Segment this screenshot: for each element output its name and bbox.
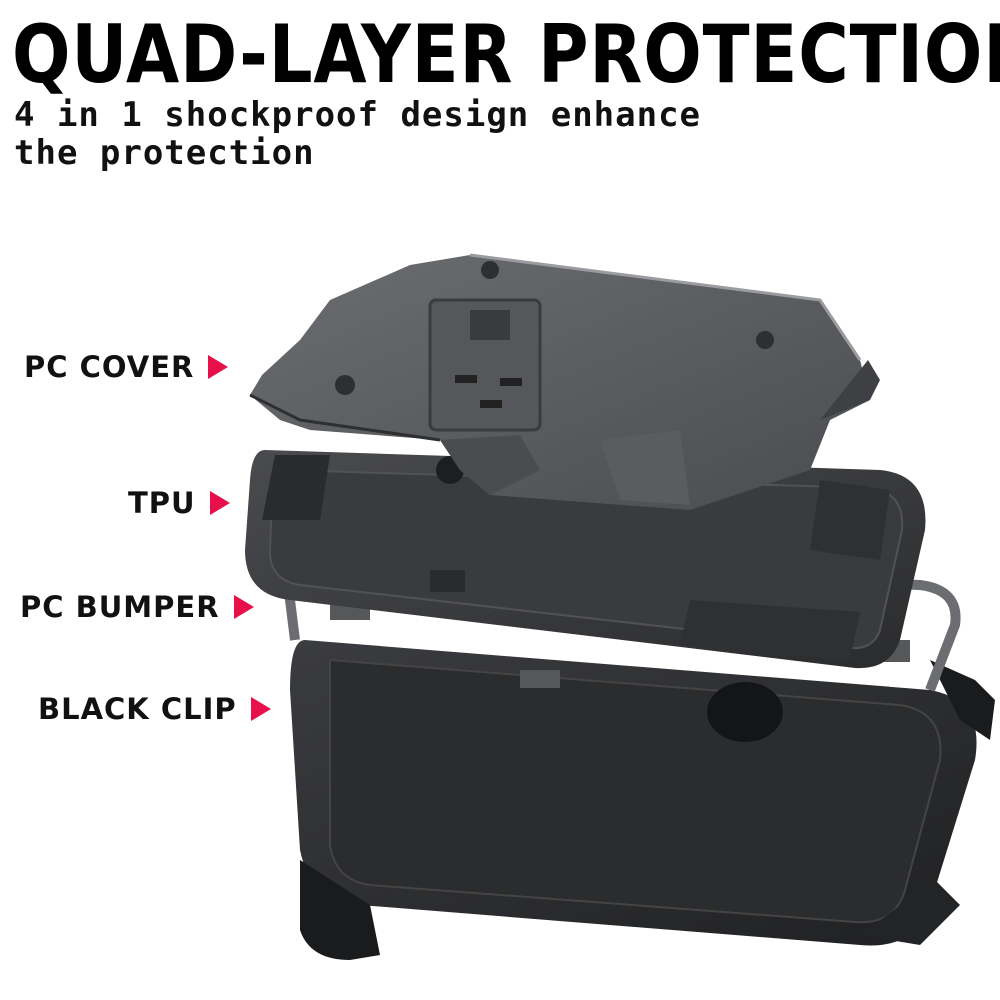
black-clip-layer [290, 640, 995, 960]
layer-label-pc-cover: PC COVER [24, 350, 229, 384]
layer-label-pc-bumper: PC BUMPER [20, 590, 254, 624]
page-subtitle: 4 in 1 shockproof design enhance the pro… [14, 95, 702, 173]
layer-label-text: PC COVER [24, 350, 195, 384]
pointer-arrow-icon [209, 491, 230, 515]
layer-label-tpu: TPU [128, 486, 230, 520]
tpu-layer [245, 450, 926, 669]
pointer-arrow-icon [233, 595, 254, 619]
layer-label-text: TPU [128, 486, 196, 520]
layer-label-text: BLACK CLIP [38, 692, 237, 726]
layer-label-text: PC BUMPER [20, 590, 220, 624]
layer-label-black-clip: BLACK CLIP [38, 692, 271, 726]
layer-labels: PC COVER TPU PC BUMPER BLACK CLIP [0, 0, 300, 1000]
pointer-arrow-icon [250, 697, 271, 721]
pointer-arrow-icon [208, 355, 229, 379]
page-title: QUAD-LAYER PROTECTION [12, 8, 1000, 101]
pc-cover-layer [249, 253, 880, 510]
